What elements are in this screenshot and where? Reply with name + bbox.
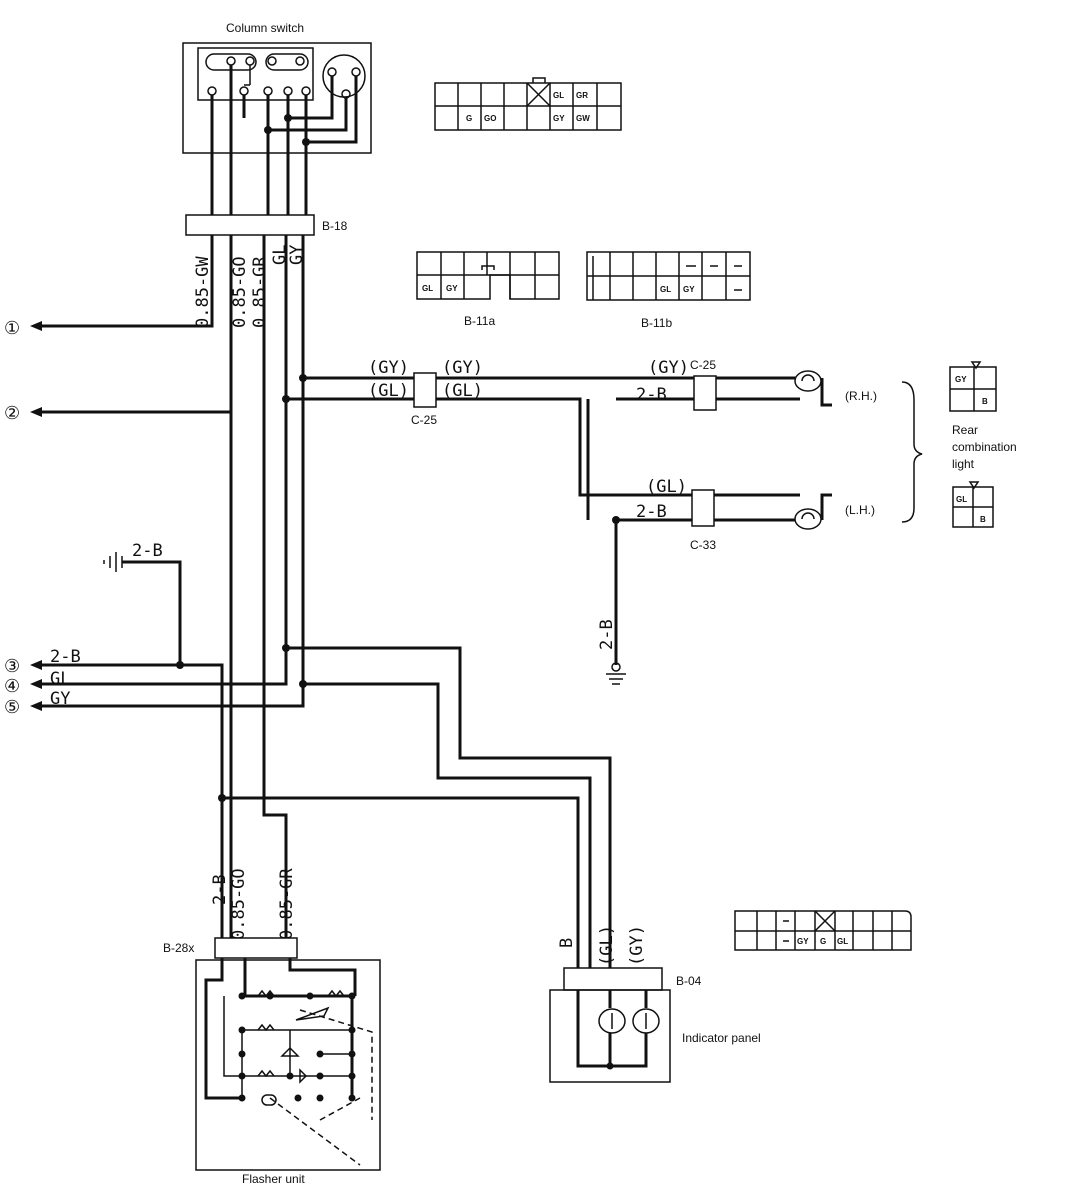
connector-c25-left: C-25 (411, 372, 437, 427)
rear-rh-connector: GY B (949, 361, 997, 412)
rear-rh-pin-b: B (982, 397, 988, 406)
indicator-panel-label: Indicator panel (682, 1031, 761, 1045)
wire-label-gr: 0.85-GR (250, 256, 270, 328)
label-gy-left: (GY) (368, 358, 409, 378)
label-gy-right: (GY) (648, 358, 689, 378)
b11a-label: B-11a (464, 314, 495, 328)
column-switch-label: Column switch (226, 21, 304, 35)
lh-label: (L.H.) (845, 503, 875, 517)
cs-pin-go: GO (484, 114, 496, 123)
b04-label: B-04 (676, 974, 702, 988)
wire-label-go: 0.85-GO (230, 256, 250, 328)
rear-lamp-rh: (R.H.) (794, 370, 877, 403)
label-gl-out: GL (50, 669, 70, 689)
terminal-1: ① (4, 318, 20, 338)
indicator-panel: B (GL) (GY) B-04 Indicator panel (549, 925, 761, 1083)
rear-lh-connector: GL B (952, 481, 994, 528)
connector-b11a-face: GL GY B-11a (416, 251, 560, 328)
rh-label: (R.H.) (845, 389, 877, 403)
connector-c25-right: C-25 (690, 358, 717, 411)
connector-b18: B-18 (185, 214, 348, 236)
flasher-unit-label: Flasher unit (242, 1172, 305, 1186)
horizontal-wire-labels: (GY) (GY) (GY) (GL) (GL) 2-B (GL) 2-B 2-… (50, 358, 689, 709)
b28x-label: B-28x (163, 941, 194, 955)
panel-pin-gy: GY (797, 937, 809, 946)
cs-pin-g: G (466, 114, 472, 123)
cs-pin-gy: GY (553, 114, 565, 123)
label-2b-out: 2-B (50, 647, 81, 667)
terminals: ① ② ③ ④ ⑤ (4, 318, 20, 717)
rear-lh-pin-b: B (980, 515, 986, 524)
c33-label: C-33 (690, 538, 716, 552)
c25-left-label: C-25 (411, 413, 437, 427)
flasher-wire-gr: 0.85-GR (277, 868, 297, 940)
b11b-pin-gl: GL (660, 285, 671, 294)
terminal-3: ③ (4, 656, 20, 676)
connector-c33: C-33 (690, 489, 716, 552)
ground-symbol-left (103, 552, 123, 572)
terminal-2: ② (4, 403, 20, 423)
panel-wire-gy: (GY) (627, 925, 647, 966)
label-gy-mid: (GY) (442, 358, 483, 378)
b18-wire-labels: 0.85-GW 0.85-GO 0.85-GR GL GY (193, 245, 307, 328)
rear-combination-line3: light (952, 457, 975, 471)
b11b-label: B-11b (641, 316, 672, 330)
cs-pin-gr: GR (576, 91, 588, 100)
label-2b-lh: 2-B (636, 502, 667, 522)
column-switch: Column switch (182, 21, 372, 215)
flasher-wire-go: 0.85-GO (229, 868, 249, 940)
rear-bracket (901, 381, 923, 523)
panel-wire-b: B (557, 938, 577, 948)
b18-label: B-18 (322, 219, 348, 233)
b11b-pin-gy: GY (683, 285, 695, 294)
arrowheads (30, 321, 42, 711)
panel-pin-g: G (820, 937, 826, 946)
panel-wire-gl: (GL) (597, 925, 617, 966)
flasher-wire-2b: 2-B (210, 874, 230, 905)
label-2b-ground-right: 2-B (597, 619, 617, 650)
column-switch-connector-face: GL GR G GO GY GW (434, 77, 622, 131)
b11a-pin-gl: GL (422, 284, 433, 293)
b11a-pin-gy: GY (446, 284, 458, 293)
label-gl-lower: (GL) (646, 477, 687, 497)
c25-right-label: C-25 (690, 358, 716, 372)
cs-pin-gw: GW (576, 114, 590, 123)
label-gl-left: (GL) (368, 381, 409, 401)
flasher-unit: 2-B 0.85-GO 0.85-GR B-28x Flasher unit (163, 868, 381, 1186)
main-wiring (40, 235, 832, 968)
label-gy-out: GY (50, 689, 70, 709)
cs-pin-gl: GL (553, 91, 564, 100)
indicator-panel-connector-face: GY G GL (734, 910, 912, 951)
panel-pin-gl: GL (837, 937, 848, 946)
rear-lh-pin-gl: GL (956, 495, 967, 504)
connector-b11b-face: GL GY B-11b (586, 251, 751, 330)
ground-symbol-right (606, 662, 626, 685)
rear-lamp-lh: (L.H.) (794, 503, 875, 530)
terminal-4: ④ (4, 676, 20, 696)
label-2b-ground-left: 2-B (132, 541, 163, 561)
label-2b-rh: 2-B (636, 385, 667, 405)
rear-combination-line2: combination (952, 440, 1017, 454)
rear-combination-line1: Rear (952, 423, 978, 437)
rear-rh-pin-gy: GY (955, 375, 967, 384)
wire-label-gw: 0.85-GW (193, 256, 213, 328)
terminal-5: ⑤ (4, 697, 20, 717)
label-gl-mid: (GL) (442, 381, 483, 401)
